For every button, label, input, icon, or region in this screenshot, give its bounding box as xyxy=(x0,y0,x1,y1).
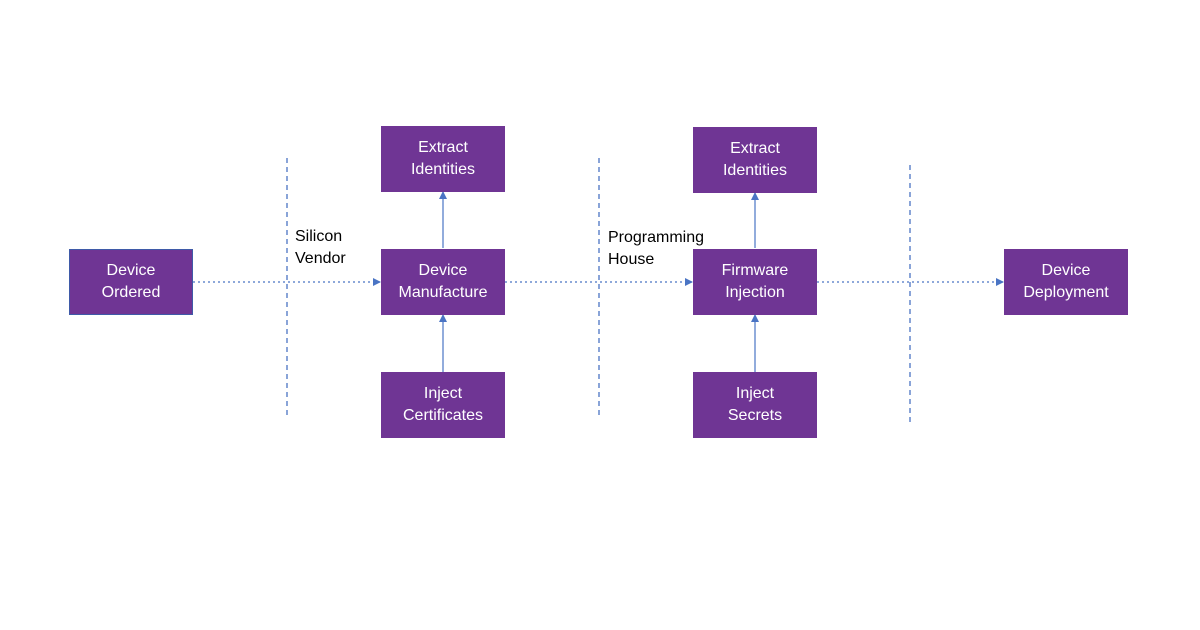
node-firmware-injection: Firmware Injection xyxy=(693,249,817,315)
node-inject-secrets: Inject Secrets xyxy=(693,372,817,438)
node-extract-identities-programming-label: Extract Identities xyxy=(722,140,788,179)
node-inject-certificates-label: Inject Certificates xyxy=(402,385,484,424)
phase-label-silicon-vendor: Silicon Vendor xyxy=(295,228,346,267)
node-inject-secrets-label: Inject Secrets xyxy=(727,385,783,424)
phase-label-programming-house: Programming House xyxy=(608,229,705,268)
node-device-deployment: Device Deployment xyxy=(1004,249,1128,315)
node-device-manufacture: Device Manufacture xyxy=(381,249,505,315)
node-extract-identities-programming: Extract Identities xyxy=(693,127,817,193)
node-device-ordered: Device Ordered xyxy=(69,249,193,315)
node-device-manufacture-label: Device Manufacture xyxy=(398,262,488,301)
node-device-ordered-label: Device Ordered xyxy=(101,262,161,301)
node-device-deployment-label: Device Deployment xyxy=(1023,262,1109,301)
node-inject-certificates: Inject Certificates xyxy=(381,372,505,438)
node-extract-identities-vendor: Extract Identities xyxy=(381,126,505,192)
node-extract-identities-vendor-label: Extract Identities xyxy=(410,139,476,178)
node-firmware-injection-label: Firmware Injection xyxy=(721,262,789,301)
